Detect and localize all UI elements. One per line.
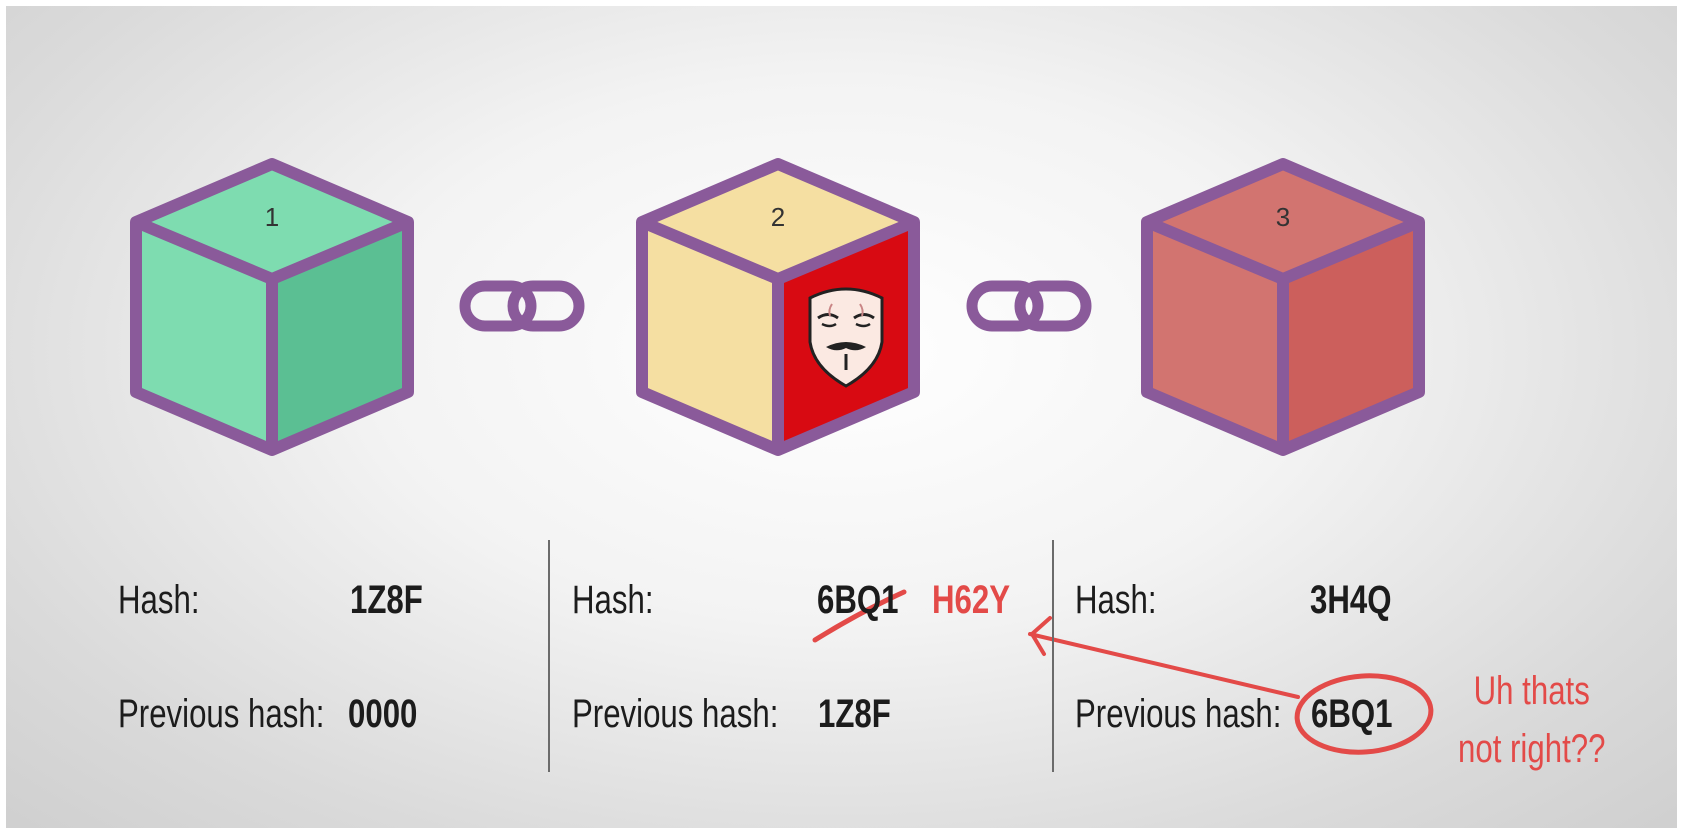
previous-hash-label: Previous hash: xyxy=(572,692,779,736)
block-1-number: 1 xyxy=(265,202,279,232)
column-divider xyxy=(548,540,550,772)
new-hash-value: H62Y xyxy=(932,578,1011,622)
anonymous-mask-icon xyxy=(808,287,884,388)
hash-label: Hash: xyxy=(1075,578,1157,622)
block-3-cube: 3 xyxy=(1141,158,1425,456)
annotation-line-1: Uh thats xyxy=(1473,669,1590,713)
old-hash-value: 6BQ1 xyxy=(817,578,899,622)
annotation-line-2: not right?? xyxy=(1458,727,1606,771)
block-1-left-face xyxy=(136,222,272,450)
previous-hash-label: Previous hash: xyxy=(118,692,325,736)
block-2-left-face xyxy=(642,222,778,450)
block-1-cube: 1 xyxy=(130,158,414,456)
strikethrough-mark xyxy=(812,589,907,643)
previous-hash-value: 6BQ1 xyxy=(1311,692,1393,736)
block-3-left-face xyxy=(1147,222,1283,450)
column-divider xyxy=(1052,540,1054,772)
previous-hash-value: 1Z8F xyxy=(818,692,891,736)
block-1-right-face xyxy=(272,222,408,450)
hash-value: 3H4Q xyxy=(1310,578,1392,622)
highlight-circle xyxy=(1294,673,1434,755)
block-2-cube: 2 xyxy=(636,158,920,456)
block-2-number: 2 xyxy=(771,202,785,232)
hash-label: Hash: xyxy=(572,578,654,622)
chain-link-icon xyxy=(459,280,585,332)
previous-hash-value: 0000 xyxy=(348,692,418,736)
chain-link-icon xyxy=(966,280,1092,332)
arrow-icon xyxy=(1028,616,1300,699)
annotation-note: Uh thats not right?? xyxy=(1458,662,1605,778)
hash-label: Hash: xyxy=(118,578,200,622)
hash-value: 1Z8F xyxy=(350,578,423,622)
previous-hash-label: Previous hash: xyxy=(1075,692,1282,736)
block-3-number: 3 xyxy=(1276,202,1290,232)
block-3-right-face xyxy=(1283,222,1419,450)
